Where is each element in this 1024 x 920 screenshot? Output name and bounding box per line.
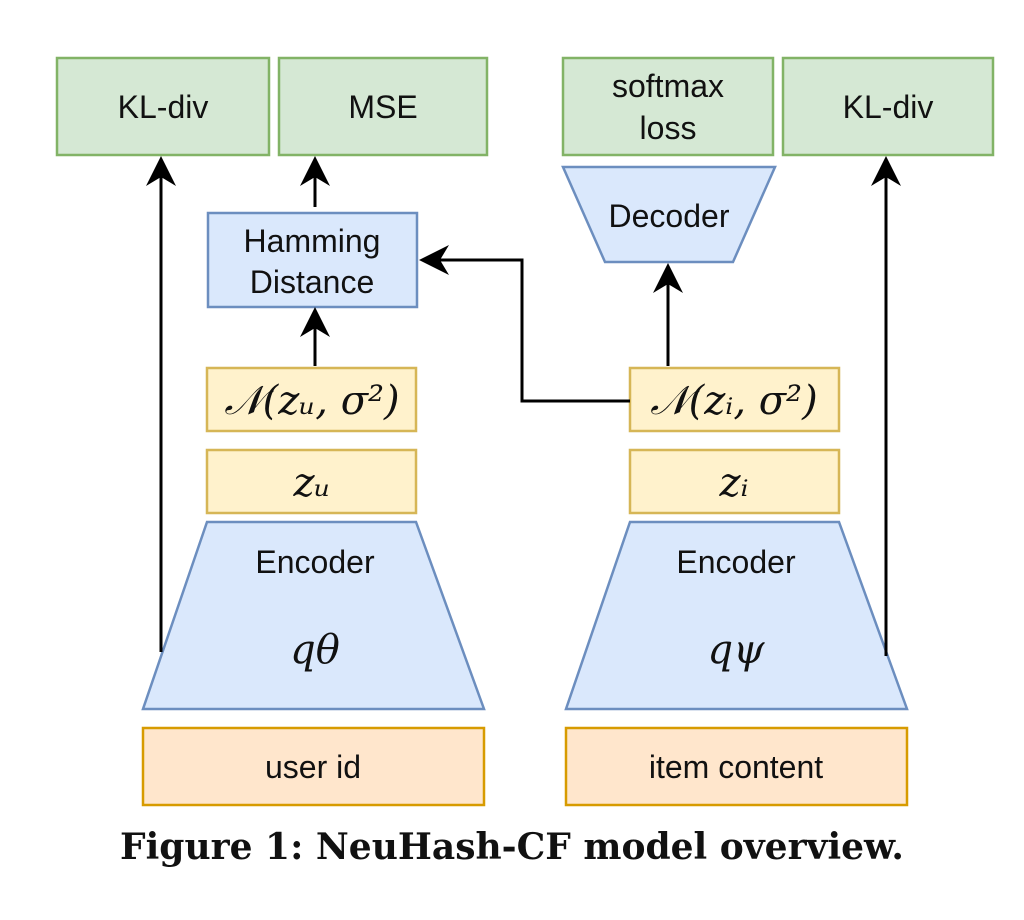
figure-caption: Figure 1: NeuHash-CF model overview. [120, 826, 904, 868]
user-latent-label: zᵤ [292, 460, 330, 506]
user-encoder-param: qθ [290, 627, 340, 673]
user-gaussian-box: 𝒩(zᵤ, σ²) [205, 366, 418, 433]
kl-div-user-loss: KL-div [55, 56, 271, 157]
arrow-item-gaussian-to-hamming [419, 245, 630, 403]
item-latent-box: zᵢ [628, 448, 841, 515]
item-content-label: item content [649, 749, 823, 785]
item-encoder-label: Encoder [676, 544, 796, 580]
softmax-label-line2: loss [640, 110, 697, 146]
hamming-label-line2: Distance [250, 264, 375, 300]
hamming-distance-block: Hamming Distance [206, 211, 419, 309]
user-encoder-block: Encoder qθ [141, 520, 486, 711]
model-diagram: KL-div MSE softmax loss KL-div Hamming D… [55, 56, 995, 807]
kl-div-item-label: KL-div [843, 89, 934, 125]
mse-label: MSE [348, 89, 417, 125]
softmax-loss: softmax loss [561, 56, 775, 157]
user-gaussian-label: 𝒩(zᵤ, σ²) [224, 378, 399, 424]
user-encoder-label: Encoder [255, 544, 375, 580]
mse-loss: MSE [277, 56, 489, 157]
item-encoder-block: Encoder qψ [564, 520, 909, 711]
decoder-label: Decoder [609, 198, 730, 234]
item-gaussian-box: 𝒩(zᵢ, σ²) [628, 366, 841, 433]
decoder-block: Decoder [561, 165, 777, 264]
item-gaussian-label: 𝒩(zᵢ, σ²) [650, 378, 817, 424]
item-latent-label: zᵢ [718, 460, 748, 506]
user-id-input: user id [141, 726, 486, 807]
kl-div-item-loss: KL-div [781, 56, 995, 157]
user-id-label: user id [265, 749, 361, 785]
item-encoder-param: qψ [708, 627, 766, 673]
kl-div-user-label: KL-div [118, 89, 209, 125]
item-content-input: item content [564, 726, 909, 807]
hamming-label-line1: Hamming [244, 223, 381, 259]
user-latent-box: zᵤ [205, 448, 418, 515]
softmax-label-line1: softmax [612, 68, 724, 104]
